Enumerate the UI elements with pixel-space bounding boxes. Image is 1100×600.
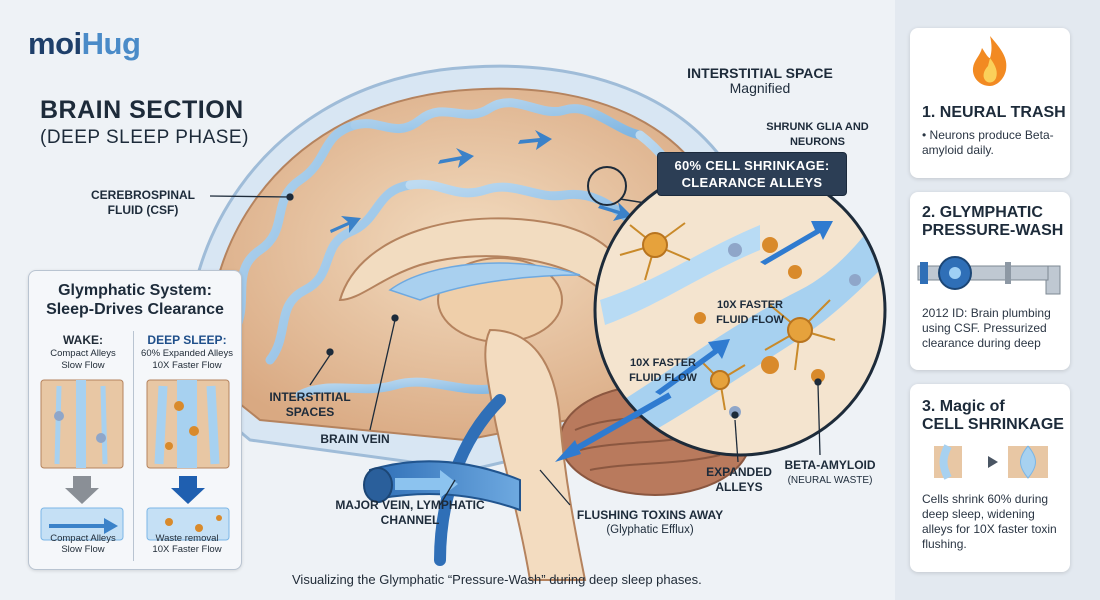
- cell-shrinkage-badge: 60% CELL SHRINKAGE: CLEARANCE ALLEYS: [657, 152, 847, 196]
- card1-title: 1. NEURAL TRASH: [922, 104, 1066, 121]
- card3-body: Cells shrink 60% during deep sleep, wide…: [922, 492, 1057, 551]
- card3-title1: 3. Magic of: [922, 398, 1005, 415]
- deep-desc1: 60% Expanded Alleys: [141, 348, 233, 359]
- card-cell-shrinkage: 3. Magic of CELL SHRINKAGE Cells shrink …: [910, 384, 1070, 572]
- label-magnified: Magnified: [729, 80, 791, 96]
- fast-flow-arrow-upper: [760, 221, 833, 265]
- inset-divider: [133, 331, 134, 561]
- label-faster-flow-upper: 10X FASTER FLUID FLOW: [716, 299, 784, 326]
- fast-flow-arrow-lower: [655, 339, 730, 395]
- cell-shrinkage-line1: 60% CELL SHRINKAGE:: [674, 158, 830, 173]
- pipe-pump-icon: [917, 256, 1061, 295]
- page-title: BRAIN SECTION (DEEP SLEEP PHASE): [40, 96, 249, 149]
- card2-body: 2012 ID: Brain plumbing using CSF. Press…: [922, 306, 1051, 350]
- wake-foot2: Slow Flow: [61, 544, 105, 555]
- glial-cells: [619, 222, 836, 411]
- inset-wake-column: WAKE: Compact Alleys Slow Flow: [35, 333, 131, 371]
- magnified-view: [595, 165, 885, 455]
- label-interstitial-space-title: INTERSTITIAL SPACE: [687, 65, 833, 81]
- magnify-marker: [587, 166, 627, 206]
- logo-part2: Hug: [81, 26, 141, 61]
- wake-footer: Compact Alleys Slow Flow: [35, 533, 131, 555]
- deep-heading: DEEP SLEEP:: [147, 333, 227, 347]
- label-beta-amyloid-sub: (NEURAL WASTE): [787, 475, 873, 486]
- wake-foot1: Compact Alleys: [50, 533, 116, 544]
- flushing-arrow: [563, 392, 672, 458]
- cell-shrink-icon: [934, 444, 1048, 480]
- logo-part1: moi: [28, 26, 82, 61]
- title-line1: BRAIN SECTION: [40, 96, 244, 124]
- label-beta-amyloid: BETA-AMYLOID (NEURAL WASTE): [775, 458, 885, 488]
- label-interstitial-spaces: INTERSTITIAL SPACES: [269, 390, 351, 419]
- inset-deep-column: DEEP SLEEP: 60% Expanded Alleys 10X Fast…: [139, 333, 235, 371]
- card3-title2: CELL SHRINKAGE: [922, 416, 1064, 433]
- label-shrunk-glia: SHRUNK GLIA AND NEURONS: [766, 121, 869, 148]
- label-flushing: FLUSHING TOXINS AWAY (Glyphatic Efflux): [560, 508, 740, 538]
- deep-foot2: 10X Faster Flow: [152, 544, 222, 555]
- inset-title-line2: Sleep-Drives Clearance: [46, 301, 224, 318]
- card2-title1: 2. GLYMPHATIC: [922, 204, 1043, 221]
- label-flushing-title: FLUSHING TOXINS AWAY: [576, 508, 724, 522]
- brand-logo: moiHug: [28, 26, 141, 62]
- beta-amyloid-clumps: [694, 237, 825, 383]
- major-vein-arrow: [395, 470, 458, 498]
- title-line2: (DEEP SLEEP PHASE): [40, 127, 249, 148]
- card-neural-trash: 1. NEURAL TRASH • Neurons produce Beta-a…: [910, 28, 1070, 178]
- label-flushing-sub: (Glyphatic Efflux): [606, 524, 694, 536]
- card-glymphatic: 2. GLYMPHATIC PRESSURE-WASH 2012 ID: Bra…: [910, 192, 1070, 370]
- label-brain-vein: BRAIN VEIN: [320, 432, 390, 446]
- deep-footer: Waste removal 10X Faster Flow: [139, 533, 235, 555]
- deep-desc2: 10X Faster Flow: [152, 360, 222, 371]
- caption: Visualizing the Glymphatic “Pressure-Was…: [292, 572, 702, 587]
- card1-body: • Neurons produce Beta-amyloid daily.: [922, 128, 1054, 157]
- wake-desc1: Compact Alleys: [50, 348, 116, 359]
- fire-icon: [972, 36, 1007, 86]
- label-expanded-alleys: EXPANDED ALLEYS: [706, 465, 772, 494]
- wake-heading: WAKE:: [63, 333, 103, 347]
- ventricle: [388, 262, 581, 301]
- label-beta-amyloid-title: BETA-AMYLOID: [784, 458, 876, 472]
- csf-flow-arrows: [330, 130, 632, 233]
- glymphatic-inset: Glymphatic System: Sleep-Drives Clearanc…: [28, 270, 242, 570]
- cell-shrinkage-line2: CLEARANCE ALLEYS: [681, 175, 823, 190]
- card2-title2: PRESSURE-WASH: [922, 222, 1064, 239]
- wake-desc2: Slow Flow: [61, 360, 105, 371]
- inset-illustration: [40, 379, 230, 541]
- inset-title: Glymphatic System: Sleep-Drives Clearanc…: [29, 281, 241, 319]
- label-csf: CEREBROSPINAL FLUID (CSF): [90, 188, 195, 217]
- brain-illustration: [185, 64, 887, 581]
- label-interstitial-space: INTERSTITIAL SPACE Magnified: [665, 66, 855, 96]
- leader-lines: [209, 193, 822, 506]
- label-major-vein: MAJOR VEIN, LYMPHATIC CHANNEL: [335, 498, 485, 527]
- inset-title-line1: Glymphatic System:: [58, 282, 212, 299]
- deep-foot1: Waste removal: [155, 533, 219, 544]
- label-faster-flow-lower: 10X FASTER FLUID FLOW: [629, 357, 697, 384]
